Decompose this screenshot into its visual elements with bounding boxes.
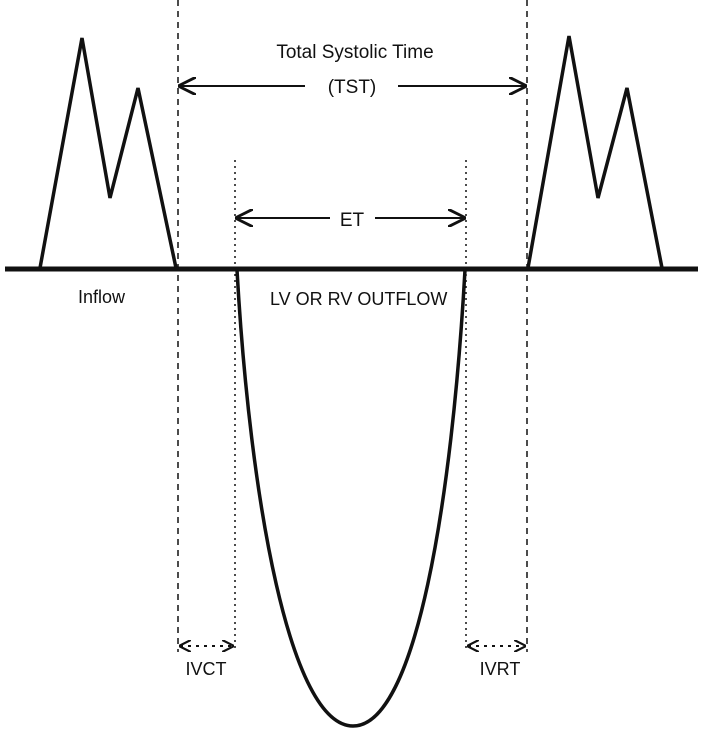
total-systolic-time-label: Total Systolic Time xyxy=(276,42,433,63)
inflow-label: Inflow xyxy=(78,287,126,307)
et-label: ET xyxy=(340,210,365,231)
outflow-waveform xyxy=(235,269,467,728)
inflow-waveform-right xyxy=(526,35,664,269)
outflow-label: LV OR RV OUTFLOW xyxy=(270,289,447,309)
inflow-waveform-left xyxy=(38,37,178,269)
ivct-label: IVCT xyxy=(185,659,226,679)
ivrt-label: IVRT xyxy=(480,659,521,679)
tst-label: (TST) xyxy=(328,77,377,98)
